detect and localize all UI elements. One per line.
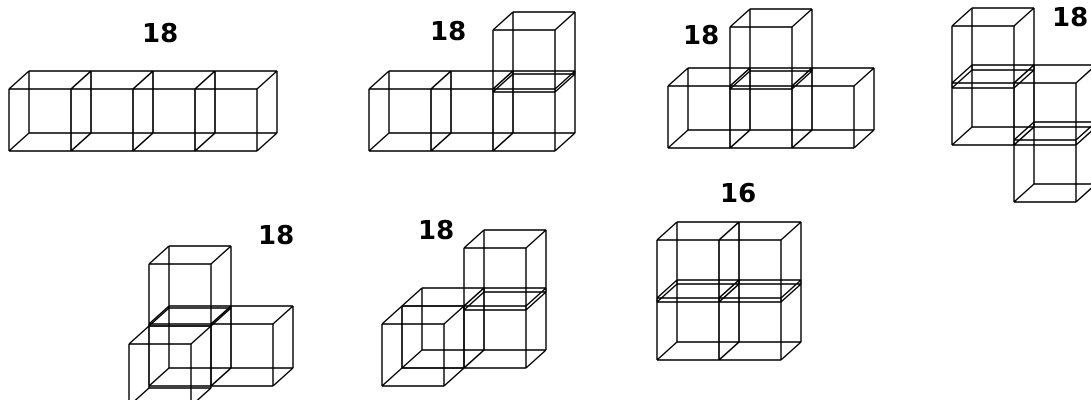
wireframe-cube	[719, 222, 801, 302]
wireframe-cube	[493, 12, 575, 92]
figure-row-of-four	[9, 71, 277, 151]
figure-corner-tetracube	[129, 246, 293, 400]
wireframe-cube	[730, 9, 812, 89]
figure-skew-tetracube	[952, 8, 1091, 202]
wireframe-cube	[493, 71, 575, 151]
wireframe-cube	[464, 230, 546, 310]
surface-count-label: 18	[418, 216, 454, 246]
wireframe-cube	[792, 68, 874, 148]
wireframe-cube	[149, 246, 231, 326]
wireframe-cube	[211, 306, 293, 386]
figure-square-tetracube	[657, 222, 801, 360]
figure-offset-tetracube	[382, 230, 546, 386]
wireframe-cube	[719, 280, 801, 360]
surface-count-label: 18	[1052, 3, 1088, 33]
wireframe-cube	[402, 288, 484, 368]
surface-count-label: 18	[430, 17, 466, 47]
surface-count-label: 18	[258, 221, 294, 251]
wireframe-cube	[382, 306, 464, 386]
surface-count-label: 16	[720, 179, 756, 209]
wireframe-cube	[195, 71, 277, 151]
wireframe-cube	[129, 326, 211, 400]
figure-l-tetracube	[369, 12, 575, 151]
surface-count-label: 18	[683, 21, 719, 51]
surface-count-label: 18	[142, 19, 178, 49]
